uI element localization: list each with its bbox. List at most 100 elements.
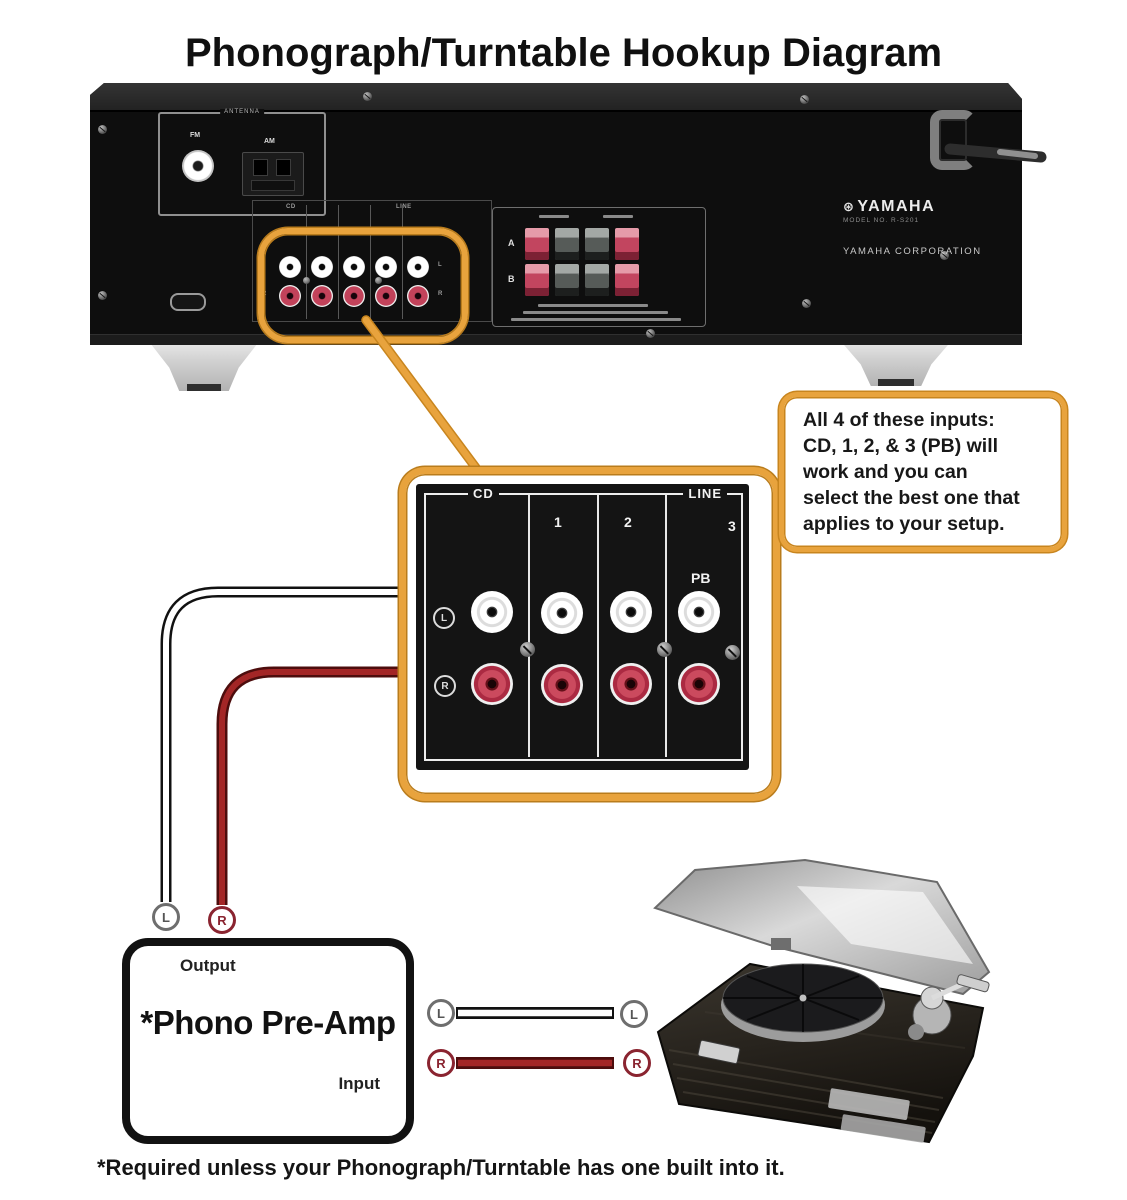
- amplifier-rear-panel: ANTENNA FM AM CD LINE L R L R: [90, 83, 1022, 345]
- phono-preamp-box: Output *Phono Pre-Amp Input: [122, 938, 414, 1144]
- rca-jack-white: [279, 256, 301, 278]
- brand-block: ⊛YAMAHA MODEL NO. R-S201: [843, 198, 935, 224]
- speaker-clip-black: [585, 228, 609, 260]
- annotation-line: applies to your setup.: [803, 512, 1005, 535]
- vent-slot: [170, 293, 206, 311]
- am-terminal-bar: [251, 180, 295, 191]
- divider: [338, 205, 339, 319]
- am-label: AM: [264, 138, 275, 145]
- annotation-line: All 4 of these inputs:: [803, 409, 995, 431]
- pb-label: PB: [691, 570, 711, 586]
- white-left-cable: [160, 586, 410, 902]
- annotation-line: work and you can: [803, 460, 968, 483]
- amplifier-foot-left: [146, 339, 262, 391]
- label-blur: [539, 215, 569, 218]
- control-plate: [828, 1088, 910, 1120]
- screw: [303, 277, 310, 284]
- rca-jack-red: [471, 663, 513, 705]
- am-terminal: [276, 159, 291, 176]
- antenna-section: ANTENNA FM AM: [158, 109, 326, 216]
- screw: [375, 277, 382, 284]
- right-channel-mark: R: [434, 675, 456, 697]
- rca-jack-red: [375, 285, 397, 307]
- divider: [665, 495, 667, 757]
- control-plate: [840, 1114, 926, 1143]
- rca-jack-white: [541, 592, 583, 634]
- rca-jack-white: [610, 591, 652, 633]
- divider: [597, 495, 599, 757]
- svg-text:L: L: [437, 1006, 445, 1021]
- caution-blur: [523, 311, 668, 314]
- screw: [98, 125, 107, 134]
- speaker-clip-black: [555, 228, 579, 260]
- divider: [306, 205, 307, 319]
- preamp-output-label: Output: [180, 956, 236, 975]
- annotation-callout: All 4 of these inputs: CD, 1, 2, & 3 (PB…: [779, 392, 1067, 552]
- model-number: MODEL NO. R-S201: [843, 217, 920, 224]
- screw: [800, 95, 809, 104]
- tonearm: [930, 980, 967, 1001]
- svg-text:L: L: [630, 1007, 638, 1022]
- label-blur: [603, 215, 633, 218]
- am-terminal: [253, 159, 268, 176]
- corporation-label: YAMAHA CORPORATION: [843, 246, 982, 257]
- line-label-small: LINE: [396, 204, 412, 210]
- svg-text:R: R: [632, 1056, 642, 1071]
- line-label: LINE: [683, 486, 727, 501]
- brand-name: YAMAHA: [857, 198, 936, 215]
- screw: [646, 329, 655, 338]
- annotation-line: CD, 1, 2, & 3 (PB) will: [803, 434, 999, 457]
- rca-jack-white: [407, 256, 429, 278]
- svg-text:R: R: [217, 913, 227, 928]
- lid-hinge: [771, 938, 791, 950]
- speaker-clip-red: [525, 264, 549, 296]
- line1-number: 1: [554, 514, 562, 530]
- rca-jack-white: [343, 256, 365, 278]
- counterweight: [908, 1024, 924, 1040]
- rca-jack-red: [279, 285, 301, 307]
- speaker-clip-red: [615, 228, 639, 260]
- rca-jack-red: [678, 663, 720, 705]
- spindle: [799, 994, 807, 1002]
- svg-text:L: L: [162, 910, 170, 925]
- dust-cover-reflection: [797, 886, 973, 964]
- rca-jack-white: [471, 591, 513, 633]
- rca-jack-red: [407, 285, 429, 307]
- svg-text:R: R: [436, 1056, 446, 1071]
- am-terminal-block: [242, 152, 304, 196]
- left-channel-connector: L: [620, 1000, 648, 1028]
- right-channel-connector: R: [427, 1049, 455, 1077]
- divider: [402, 205, 403, 319]
- screw: [725, 645, 740, 660]
- speaker-clip-black: [555, 264, 579, 296]
- power-cord-clamp: [930, 110, 976, 170]
- caution-blur: [511, 318, 681, 321]
- antenna-label: ANTENNA: [220, 109, 264, 115]
- speaker-clip-red: [525, 228, 549, 260]
- rca-jack-red: [343, 285, 365, 307]
- screw: [98, 291, 107, 300]
- line3-number: 3: [728, 518, 736, 534]
- inputs-highlight-outline: [258, 228, 468, 343]
- page-title: Phonograph/Turntable Hookup Diagram: [184, 30, 943, 75]
- speaker-terminals-section: A B: [492, 207, 706, 327]
- footnote: *Required unless your Phonograph/Turntab…: [97, 1155, 785, 1180]
- rca-jack-white: [311, 256, 333, 278]
- cd-label-small: CD: [286, 204, 296, 210]
- amplifier-top-edge: [90, 83, 1022, 112]
- red-right-cable: [216, 666, 410, 905]
- divider: [370, 205, 371, 319]
- yamaha-tuning-fork-icon: ⊛: [843, 199, 856, 214]
- preamp-input-label: Input: [338, 1074, 380, 1093]
- preamp-name: *Phono Pre-Amp: [140, 1004, 396, 1041]
- screw: [802, 299, 811, 308]
- divider: [528, 495, 530, 757]
- screw: [520, 642, 535, 657]
- screw: [657, 642, 672, 657]
- speaker-clip-red: [615, 264, 639, 296]
- screw: [363, 92, 372, 101]
- right-channel-connector: R: [208, 906, 236, 934]
- left-channel-mark: L: [438, 262, 443, 268]
- speaker-clip-black: [585, 264, 609, 296]
